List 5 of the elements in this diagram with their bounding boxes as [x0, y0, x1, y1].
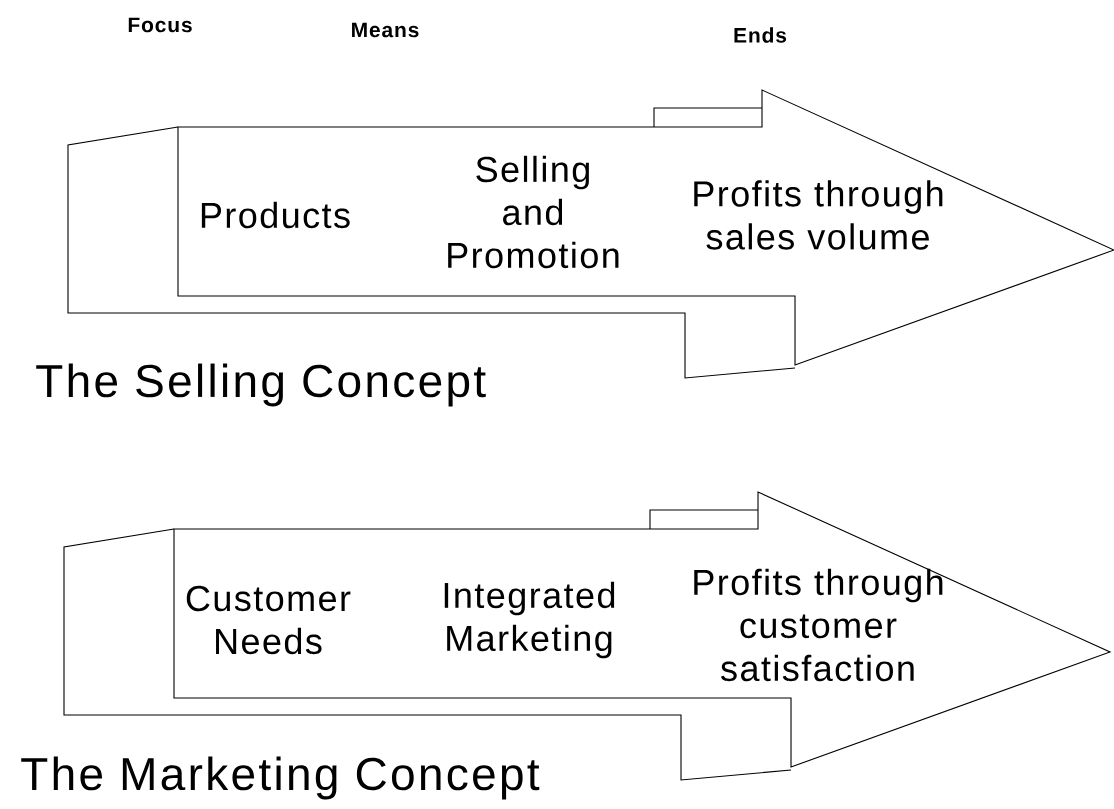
column-heading: Focus	[128, 17, 192, 33]
concept-title: The Marketing Concept	[21, 756, 540, 800]
column-heading: Ends	[734, 27, 787, 43]
concept-title: The Selling Concept	[36, 363, 486, 407]
column-heading: Means	[352, 22, 419, 38]
